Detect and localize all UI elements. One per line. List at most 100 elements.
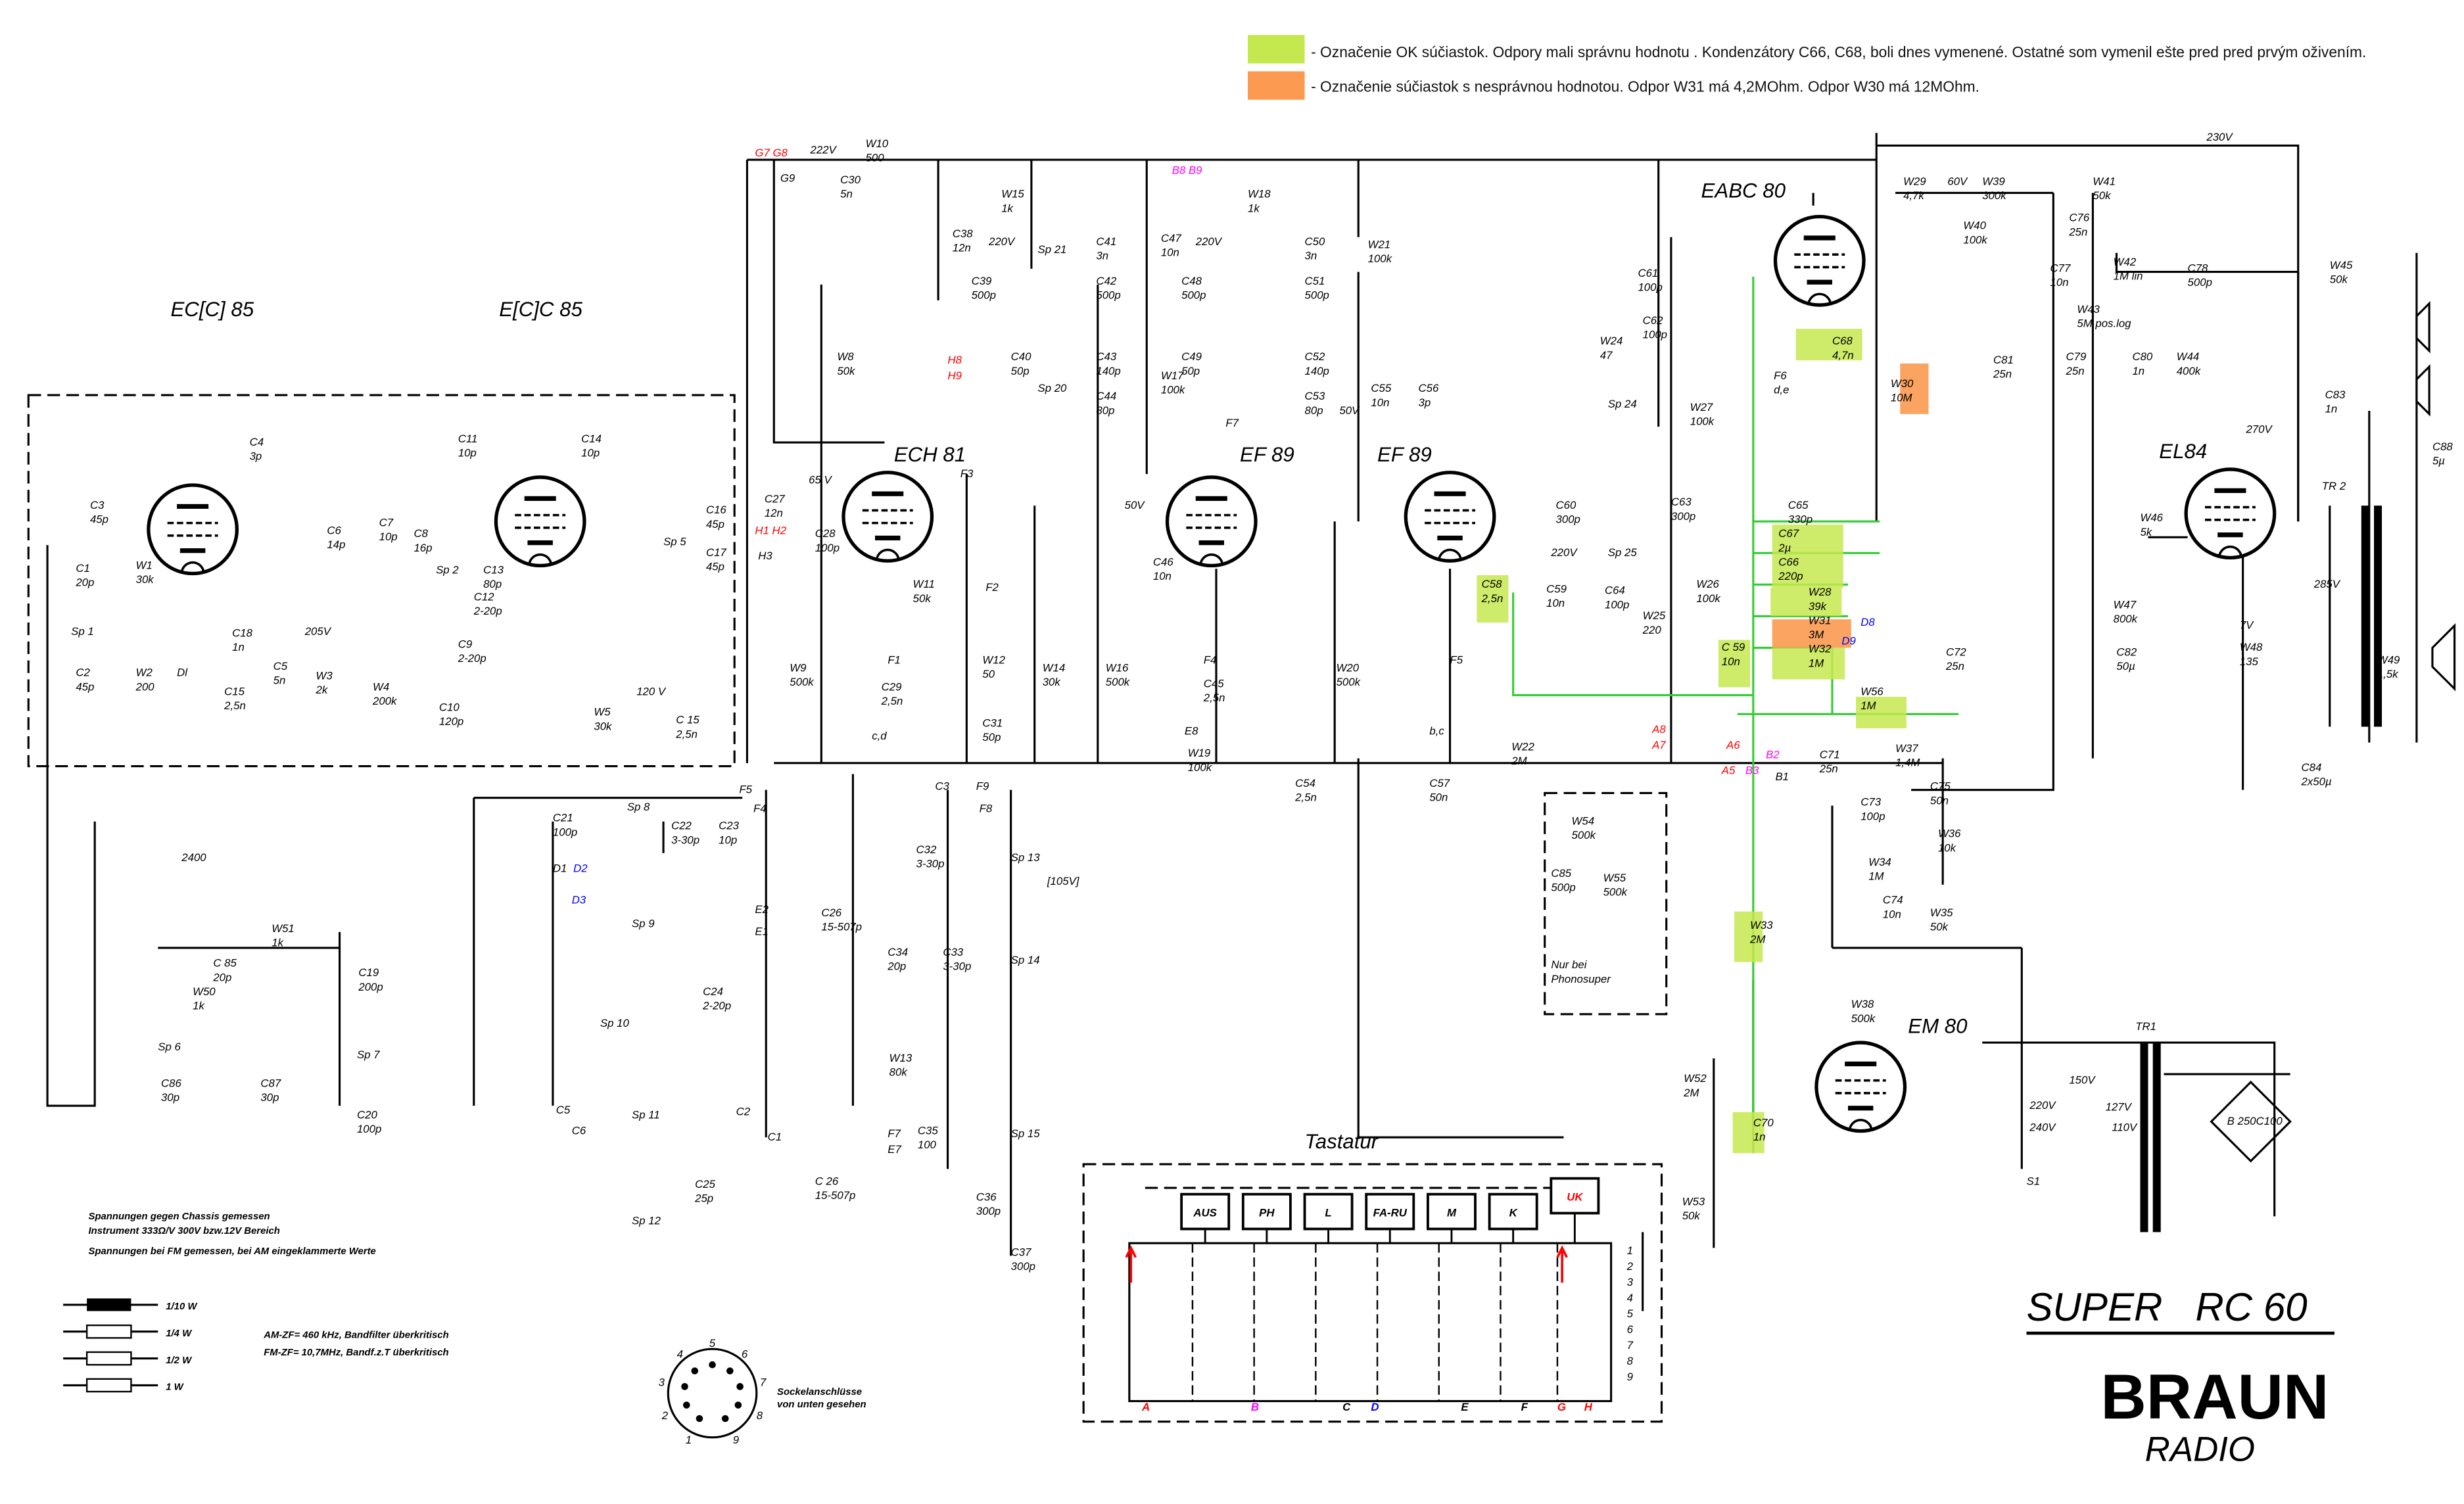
component-value: 45p	[706, 518, 724, 530]
component-ref: C37	[1011, 1246, 1031, 1258]
component-ref: C30	[840, 174, 861, 186]
socket-pin	[736, 1383, 744, 1390]
component-dl: Dl	[177, 667, 188, 679]
component-b-250c100: B 250C100	[2227, 1115, 2283, 1127]
note-measure-3: Spannungen bei FM gemessen, bei AM einge…	[89, 1246, 376, 1257]
component-value: 3p	[1419, 396, 1431, 409]
output-transformer-tr2	[2361, 300, 2456, 727]
component-value: 100k	[1963, 233, 1988, 246]
component-value: 2,5n	[1294, 791, 1317, 803]
component-value: 2k	[316, 684, 329, 696]
component-ref: C86	[161, 1077, 181, 1089]
component-value: 50k	[1930, 920, 1949, 933]
component-value: 25n	[2066, 365, 2085, 377]
tube-anode	[1195, 496, 1227, 501]
connection-marker: B3	[1745, 764, 1759, 777]
socket-pin	[696, 1415, 703, 1422]
component-value: 100p	[815, 542, 840, 554]
component-ref: C29	[882, 680, 902, 693]
component-f2: F2	[985, 581, 999, 594]
component-ref: C63	[1671, 496, 1692, 508]
component-value: 2,5n	[224, 699, 246, 712]
component-value: 30k	[136, 573, 155, 586]
component-value: 1n	[2325, 402, 2338, 415]
component-ref: C10	[439, 701, 460, 714]
component-value: 100p	[1643, 329, 1667, 341]
component-value: 2-20p	[458, 652, 486, 665]
component-value: 100p	[1860, 810, 1885, 822]
component-value: 3p	[250, 450, 262, 463]
component-ref: C27	[765, 492, 785, 505]
component-value: 400k	[2177, 365, 2202, 377]
component-ref: Sp 15	[1011, 1127, 1041, 1140]
tube-el84	[2184, 467, 2277, 560]
component-ref: W53	[1682, 1196, 1705, 1208]
component-value: 100k	[1368, 252, 1393, 265]
component-value: 50µ	[2116, 660, 2135, 672]
highlight-ok-w28	[1770, 588, 1842, 617]
component-value: 500p	[1305, 289, 1329, 301]
component-value: 3-30p	[916, 857, 944, 870]
component-ref: W11	[913, 578, 935, 590]
component-value: 1M	[1809, 657, 1824, 669]
component-sp-15: Sp 15	[1011, 1127, 1041, 1140]
component-ref: W46	[2140, 511, 2163, 524]
component-value: 50k	[837, 365, 856, 377]
voltage-label: 110V	[2112, 1121, 2138, 1134]
component-ref: C61	[1638, 267, 1658, 279]
tube-envelope	[1814, 1041, 1907, 1133]
voltage-label: 240V	[2029, 1121, 2056, 1134]
component-value: 100p	[553, 826, 577, 838]
row-number: 7	[1627, 1339, 1634, 1351]
component-ref: C50	[1305, 235, 1325, 248]
component-ref: W55	[1603, 872, 1626, 884]
tube-ec85-2	[494, 475, 586, 568]
component-ref: Sp 20	[1037, 382, 1067, 394]
connection-marker: D8	[1860, 616, 1875, 628]
component-value: 14p	[327, 538, 345, 551]
component-value: 2-20p	[473, 605, 502, 617]
column-label: E	[1461, 1401, 1469, 1413]
component-value: 100	[918, 1139, 937, 1151]
tube-label: EF 89	[1377, 443, 1432, 466]
component-value: 300p	[1671, 510, 1695, 523]
component-ref: C34	[888, 946, 908, 958]
row-number: 8	[1627, 1355, 1634, 1367]
component-value: 140p	[1096, 365, 1120, 377]
column-label: D	[1371, 1401, 1379, 1413]
component-value: 500p	[1551, 881, 1575, 893]
component-value: 2M	[1749, 933, 1765, 946]
voltage-label: 50V	[1339, 404, 1360, 417]
key-aus: AUS	[1180, 1192, 1231, 1244]
component-value: 10p	[719, 834, 737, 846]
tube-envelope	[1404, 471, 1496, 563]
component-ref: C1	[76, 562, 89, 575]
component-value: 25n	[1993, 368, 2012, 381]
component-value: 10k	[1938, 841, 1957, 854]
connection-marker: c,d	[872, 730, 887, 742]
